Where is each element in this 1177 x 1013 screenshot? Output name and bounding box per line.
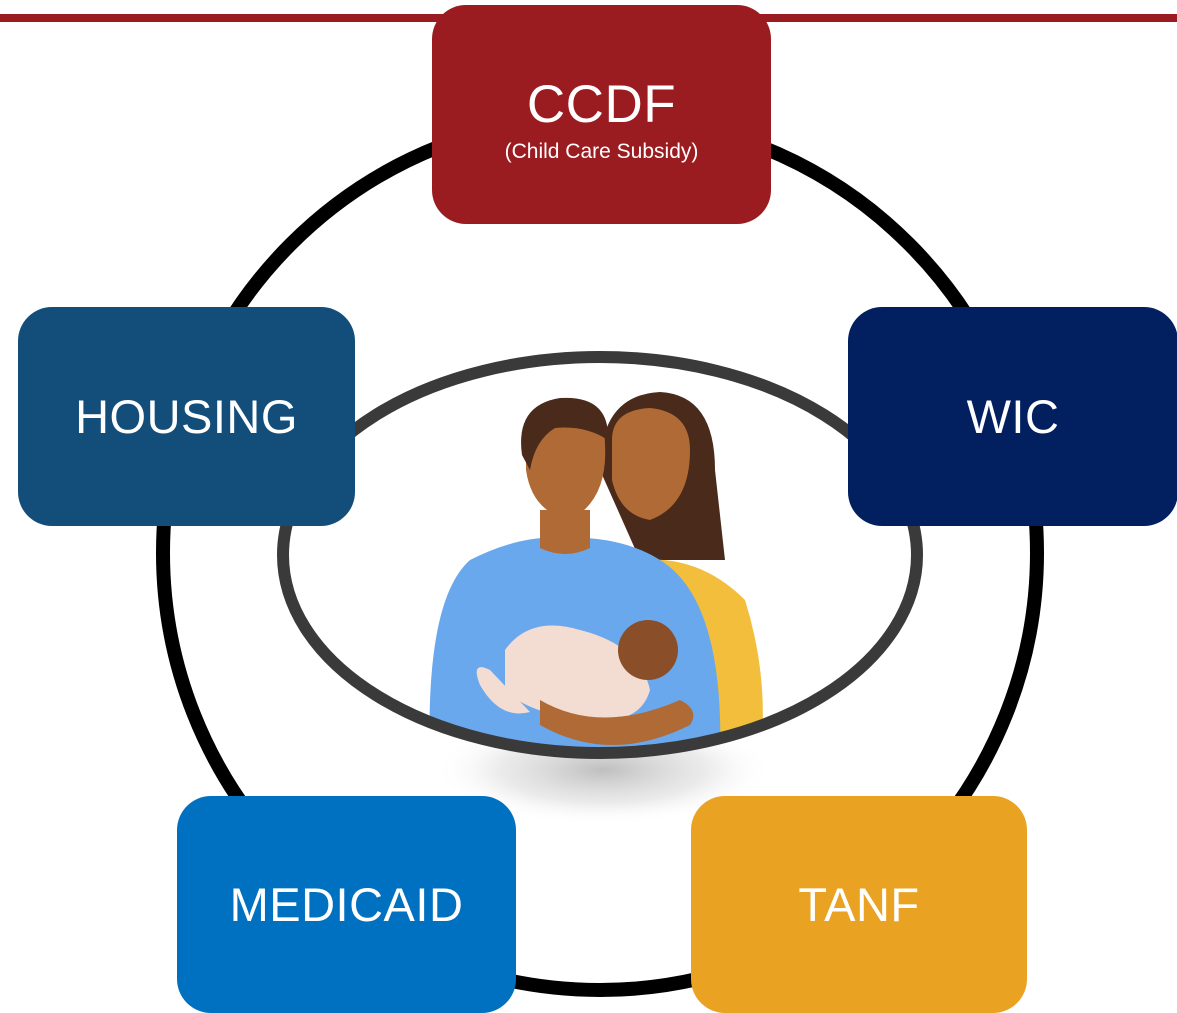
ccdf-sublabel: (Child Care Subsidy) bbox=[504, 140, 699, 164]
wic-node: WIC bbox=[848, 307, 1177, 526]
ccdf-node: CCDF (Child Care Subsidy) bbox=[432, 5, 771, 224]
family-illustration-icon bbox=[283, 357, 917, 753]
housing-node: HOUSING bbox=[18, 307, 355, 526]
tanf-label: TANF bbox=[798, 877, 920, 931]
medicaid-node: MEDICAID bbox=[177, 796, 516, 1013]
housing-label: HOUSING bbox=[75, 389, 298, 443]
tanf-node: TANF bbox=[691, 796, 1027, 1013]
wic-label: WIC bbox=[966, 389, 1060, 443]
ccdf-label: CCDF bbox=[526, 74, 677, 134]
medicaid-label: MEDICAID bbox=[229, 877, 464, 931]
inner-ring bbox=[277, 351, 923, 759]
